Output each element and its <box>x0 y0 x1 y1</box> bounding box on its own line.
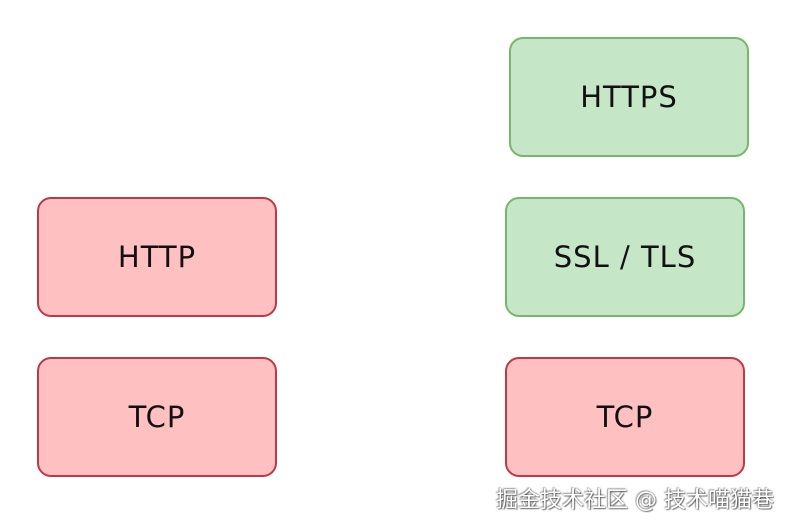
tcp-label-right: TCP <box>596 400 654 434</box>
tcp-label-left: TCP <box>128 400 186 434</box>
watermark: 掘金技术社区 @ 技术喵猫巷 <box>496 488 774 513</box>
ssl-tls-label: SSL / TLS <box>553 240 697 274</box>
https-label: HTTPS <box>580 80 678 114</box>
ssl-tls-box: SSL / TLS <box>505 197 745 317</box>
http-label: HTTP <box>117 240 197 274</box>
tcp-box-left: TCP <box>37 357 277 477</box>
https-box: HTTPS <box>509 37 749 157</box>
tcp-box-right: TCP <box>505 357 745 477</box>
http-box: HTTP <box>37 197 277 317</box>
